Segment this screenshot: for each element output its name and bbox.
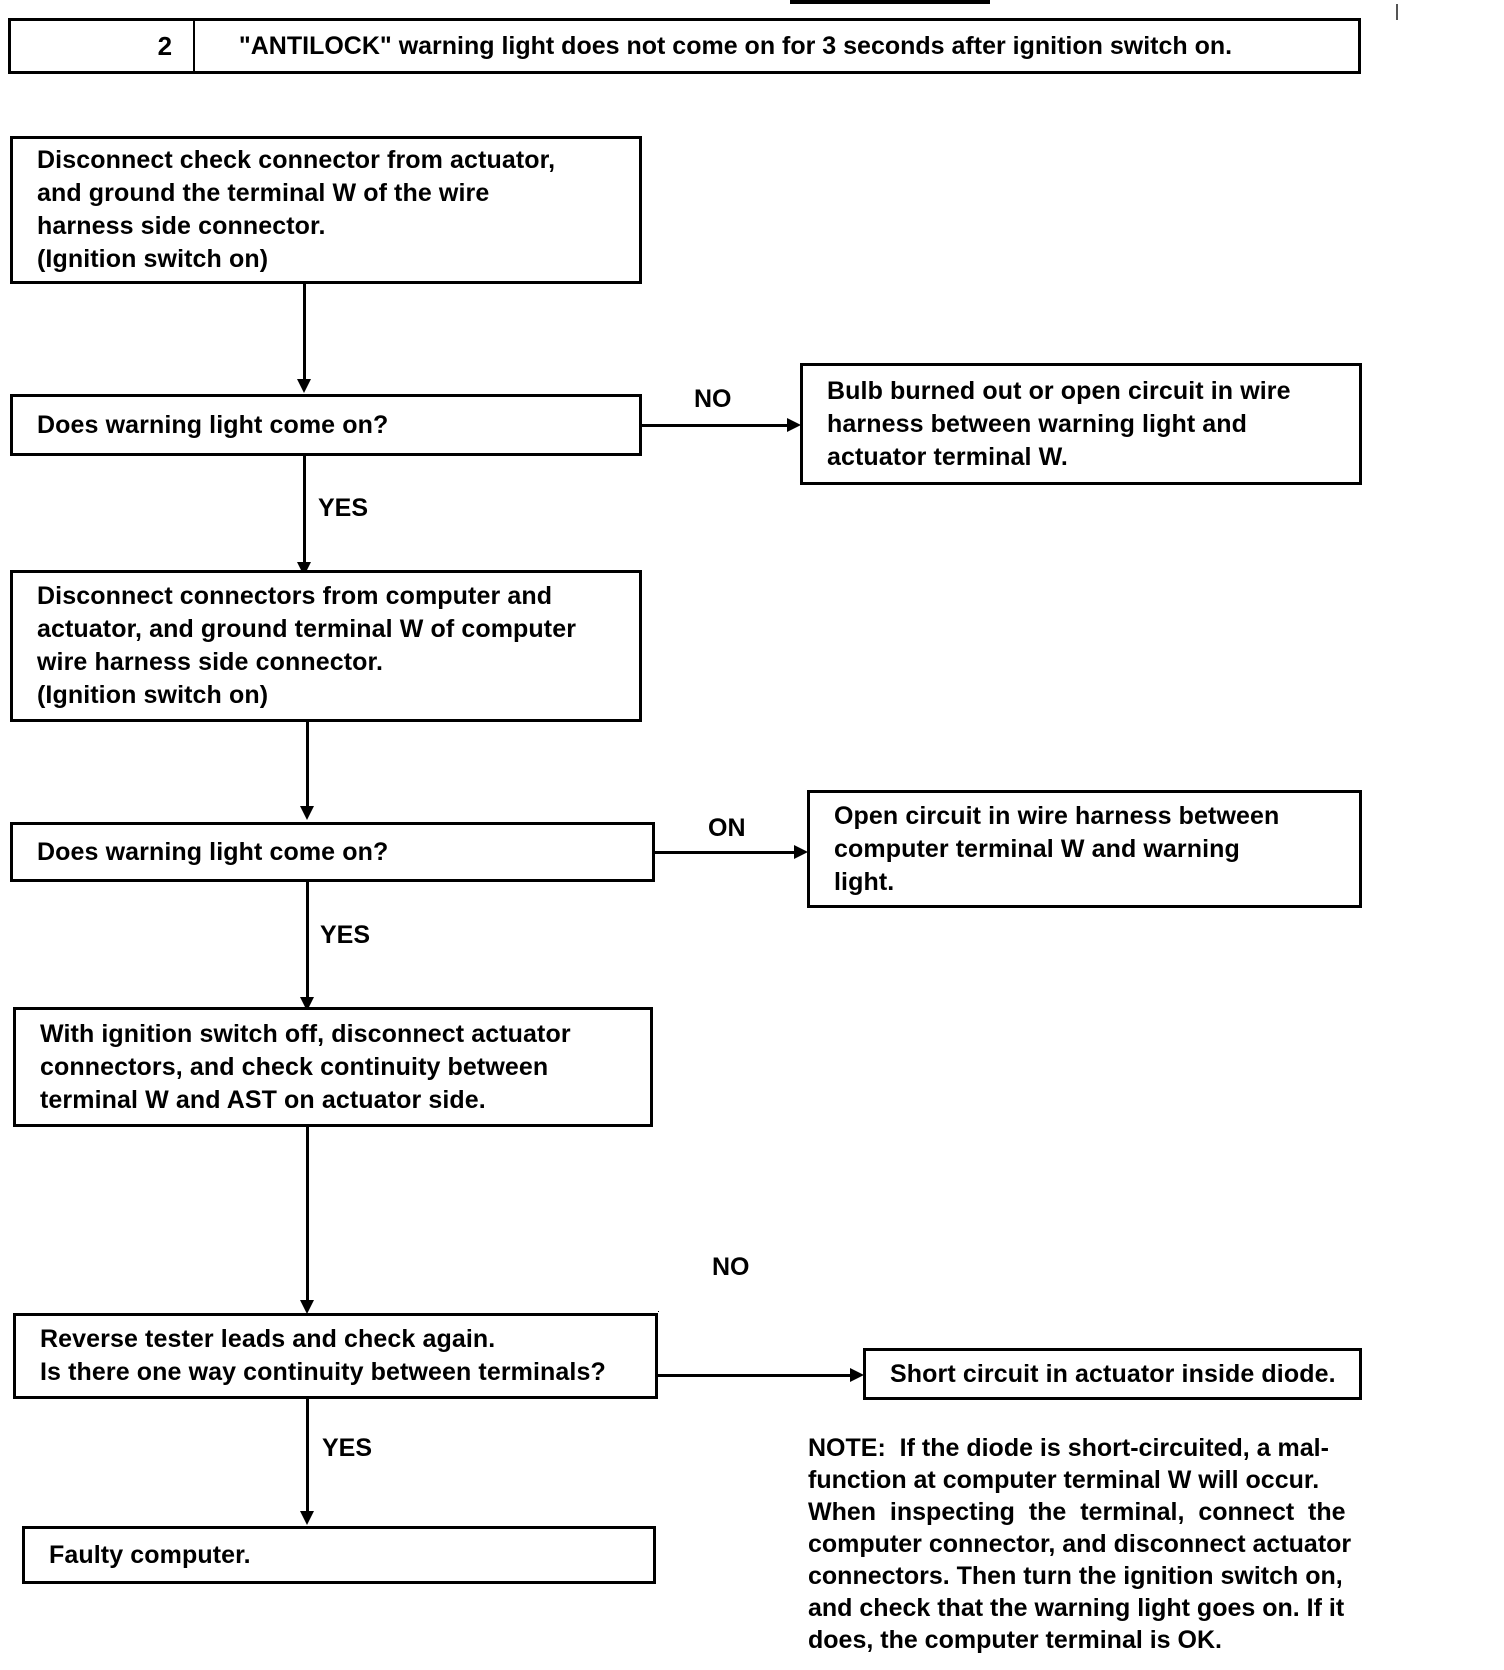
header-number: 2	[137, 21, 195, 71]
branch-label-yes-1: YES	[318, 494, 369, 522]
note-line-6: and check that the warning light goes on…	[808, 1594, 1345, 1622]
arrow-step3-decision3	[300, 1300, 314, 1314]
decision-1-box: Does warning light come on?	[10, 394, 642, 456]
note-line-1: NOTE: If the diode is short-circuited, a…	[808, 1434, 1329, 1462]
final-box: Faulty computer.	[22, 1526, 656, 1584]
decision-3-line-2: Is there one way continuity between term…	[40, 1358, 606, 1386]
branch-label-on-2: ON	[708, 814, 746, 842]
step-2-line-3: wire harness side connector.	[37, 648, 383, 676]
decision-2-line-1: Does warning light come on?	[37, 837, 389, 866]
final-line-1: Faulty computer.	[49, 1540, 251, 1569]
page-edge-mark	[1396, 4, 1398, 20]
connector-step2-decision2	[306, 722, 309, 814]
branch-label-yes-3: YES	[322, 1434, 373, 1462]
step-3-line-1: With ignition switch off, disconnect act…	[40, 1019, 571, 1048]
connector-decision2-step3	[306, 882, 309, 1002]
result-2-box: Open circuit in wire harness between com…	[807, 790, 1362, 908]
connector-step1-decision1	[303, 284, 306, 382]
result-1-line-3: actuator terminal W.	[827, 442, 1068, 471]
connector-decision3-result3-h	[658, 1374, 855, 1377]
result-1-line-1: Bulb burned out or open circuit in wire	[827, 376, 1291, 405]
step-2-line-1: Disconnect connectors from computer and	[37, 582, 553, 610]
arrow-decision3-result3	[850, 1368, 864, 1382]
arrow-decision2-result2	[794, 845, 808, 859]
step-1-line-1: Disconnect check connector from actuator…	[37, 146, 556, 174]
result-2-line-3: light.	[834, 867, 895, 896]
note-line-2: function at computer terminal W will occ…	[808, 1466, 1320, 1494]
connector-step3-decision3	[306, 1127, 309, 1307]
top-rule	[790, 0, 990, 4]
step-3-box: With ignition switch off, disconnect act…	[13, 1007, 653, 1127]
result-2-line-2: computer terminal W and warning	[834, 834, 1240, 863]
result-3-box: Short circuit in actuator inside diode.	[863, 1348, 1362, 1400]
arrow-step2-decision2	[300, 806, 314, 820]
note-line-3: When inspecting the terminal, connect th…	[808, 1498, 1346, 1526]
result-2-line-1: Open circuit in wire harness between	[834, 801, 1280, 830]
step-2-line-2: actuator, and ground terminal W of compu…	[37, 615, 577, 643]
step-3-line-3: terminal W and AST on actuator side.	[40, 1085, 486, 1114]
step-1-line-3: harness side connector.	[37, 212, 326, 240]
arrow-step1-decision1	[297, 379, 311, 393]
connector-decision1-step2	[303, 456, 306, 566]
step-2-line-4: (Ignition switch on)	[37, 681, 269, 709]
step-3-line-2: connectors, and check continuity between	[40, 1052, 549, 1081]
branch-label-yes-2: YES	[320, 921, 371, 949]
header-title: "ANTILOCK" warning light does not come o…	[238, 31, 1233, 60]
connector-decision1-result1	[642, 424, 792, 427]
decision-2-box: Does warning light come on?	[10, 822, 655, 882]
note-block: NOTE: If the diode is short-circuited, a…	[808, 1432, 1398, 1656]
result-1-box: Bulb burned out or open circuit in wire …	[800, 363, 1362, 485]
connector-decision2-result2	[655, 851, 799, 854]
step-1-box: Disconnect check connector from actuator…	[10, 136, 642, 284]
decision-1-line-1: Does warning light come on?	[37, 410, 389, 439]
branch-label-no-1: NO	[694, 385, 732, 413]
branch-label-no-3: NO	[712, 1253, 750, 1281]
arrow-decision1-result1	[787, 418, 801, 432]
step-2-box: Disconnect connectors from computer and …	[10, 570, 642, 722]
step-1-line-4: (Ignition switch on)	[37, 245, 269, 273]
note-line-5: connectors. Then turn the ignition switc…	[808, 1562, 1343, 1590]
note-line-7: does, the computer terminal is OK.	[808, 1626, 1222, 1654]
decision-3-box: Reverse tester leads and check again. Is…	[13, 1313, 658, 1399]
note-line-4: computer connector, and disconnect actua…	[808, 1530, 1352, 1558]
connector-decision3-final	[306, 1399, 309, 1516]
connector-decision3-result3	[658, 1311, 659, 1312]
result-3-line-1: Short circuit in actuator inside diode.	[890, 1359, 1336, 1388]
decision-3-line-1: Reverse tester leads and check again.	[40, 1325, 496, 1353]
result-1-line-2: harness between warning light and	[827, 409, 1248, 438]
header-box: 2 "ANTILOCK" warning light does not come…	[8, 18, 1361, 74]
step-1-line-2: and ground the terminal W of the wire	[37, 179, 490, 207]
arrow-decision3-final	[300, 1511, 314, 1525]
